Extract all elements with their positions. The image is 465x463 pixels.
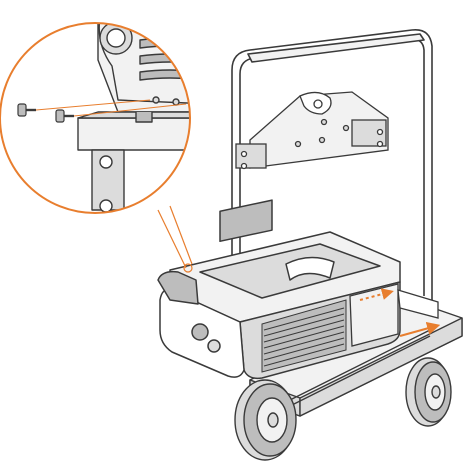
guide-line (35, 99, 151, 111)
screw-icon (17, 103, 36, 117)
screw-icon (55, 109, 74, 123)
callout-leader (157, 205, 193, 273)
rear-wheel (405, 357, 452, 427)
front-wheel (234, 379, 297, 461)
vent-grille (261, 299, 347, 373)
mounting-bracket (235, 91, 389, 170)
zoom-detail (0, 22, 191, 214)
trolley-handle (231, 29, 433, 300)
arrow-right-dashed-icon (359, 288, 394, 301)
zoom-border (0, 22, 191, 214)
guide-line (73, 103, 187, 117)
arrow-right-icon (399, 321, 441, 338)
